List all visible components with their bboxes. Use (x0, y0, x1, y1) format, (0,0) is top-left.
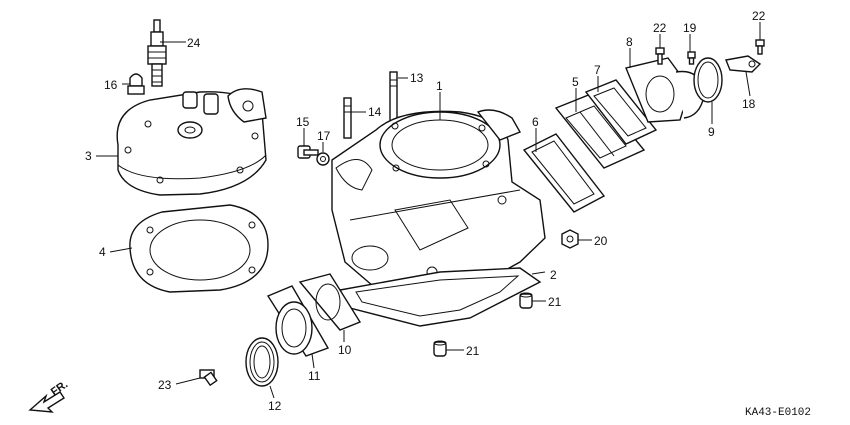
callout-13: 13 (410, 71, 424, 85)
callout-22-right: 22 (752, 9, 766, 23)
callout-5: 5 (572, 75, 579, 89)
callout-2: 2 (550, 268, 557, 282)
hose-clamp-part (693, 57, 723, 103)
reed-gasket-part (522, 133, 606, 213)
callout-9: 9 (708, 125, 715, 139)
callout-3: 3 (85, 149, 92, 163)
clamp-bracket-part (725, 55, 762, 73)
bolt-washer-part (297, 145, 330, 166)
cap-nut-part (127, 73, 145, 95)
callout-17: 17 (317, 129, 331, 143)
intake-gasket-part (584, 79, 658, 145)
leader-lines (96, 22, 761, 399)
callout-10: 10 (338, 343, 352, 357)
exhaust-spring-part (245, 337, 279, 387)
callout-14: 14 (368, 105, 382, 119)
exhaust-bolt-part (199, 369, 218, 387)
base-gasket-part (338, 267, 542, 327)
head-gasket-part (129, 204, 269, 293)
callout-labels: 24 16 3 4 1 2 13 14 15 17 6 5 7 8 9 18 1… (85, 9, 766, 413)
reed-valve-part (554, 91, 646, 169)
screw-part (655, 39, 765, 65)
front-arrow-icon (28, 391, 65, 413)
callout-19: 19 (683, 21, 697, 35)
callout-7: 7 (594, 63, 601, 77)
cylinder-head-part (116, 88, 267, 196)
callout-15: 15 (296, 115, 310, 129)
callout-23: 23 (158, 378, 172, 392)
callout-20: 20 (594, 234, 608, 248)
callout-6: 6 (532, 115, 539, 129)
callout-22-left: 22 (653, 21, 667, 35)
callout-1: 1 (436, 79, 443, 93)
callout-8: 8 (626, 35, 633, 49)
exhaust-joint-part (266, 285, 330, 357)
callout-21-upper: 21 (548, 295, 562, 309)
callout-21-lower: 21 (466, 344, 480, 358)
front-label: FR. (49, 378, 70, 398)
callout-12: 12 (268, 399, 282, 413)
callout-24: 24 (187, 36, 201, 50)
spark-plug-part (147, 19, 167, 87)
exhaust-gasket-part (298, 273, 362, 331)
callout-11: 11 (308, 369, 321, 383)
callout-16: 16 (104, 78, 118, 92)
diagram-code: KA43-E0102 (745, 407, 811, 419)
callout-4: 4 (99, 245, 106, 259)
callout-18: 18 (742, 97, 756, 111)
nut-part (561, 229, 579, 249)
